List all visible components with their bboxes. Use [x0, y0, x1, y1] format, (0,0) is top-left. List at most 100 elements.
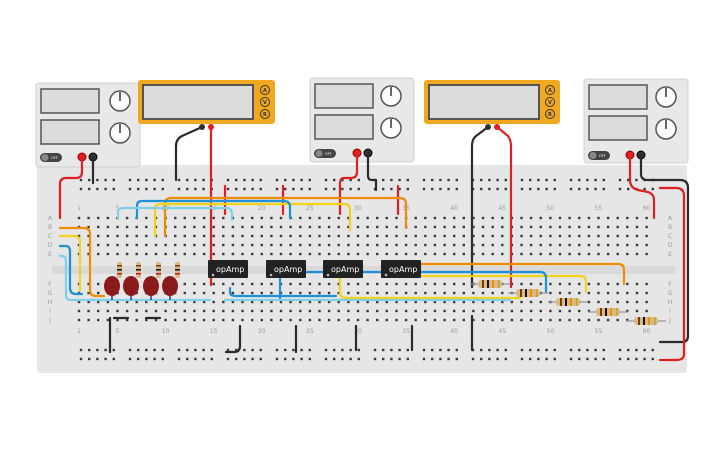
- breadboard-hole[interactable]: [154, 243, 158, 247]
- breadboard-hole[interactable]: [241, 243, 244, 247]
- breadboard-hole[interactable]: [443, 252, 446, 256]
- breadboard-hole[interactable]: [398, 178, 401, 182]
- breadboard-hole[interactable]: [259, 178, 262, 182]
- breadboard-hole[interactable]: [308, 187, 311, 191]
- breadboard-hole[interactable]: [635, 309, 639, 313]
- breadboard-hole[interactable]: [606, 300, 610, 304]
- breadboard-hole[interactable]: [602, 187, 605, 191]
- breadboard-hole[interactable]: [202, 225, 206, 229]
- breadboard-hole[interactable]: [626, 291, 629, 295]
- breadboard-hole[interactable]: [558, 234, 562, 238]
- breadboard-hole[interactable]: [481, 300, 485, 304]
- breadboard-hole[interactable]: [472, 300, 475, 304]
- breadboard-hole[interactable]: [289, 243, 292, 247]
- breadboard-hole[interactable]: [586, 348, 589, 352]
- breadboard-hole[interactable]: [414, 309, 417, 313]
- breadboard-hole[interactable]: [382, 357, 385, 361]
- breadboard-hole[interactable]: [376, 318, 379, 322]
- breadboard-hole[interactable]: [414, 216, 417, 220]
- breadboard-hole[interactable]: [212, 282, 215, 286]
- breadboard-hole[interactable]: [251, 216, 254, 220]
- breadboard-hole[interactable]: [226, 357, 230, 361]
- breadboard-hole[interactable]: [606, 318, 610, 322]
- breadboard-hole[interactable]: [568, 309, 571, 313]
- breadboard-hole[interactable]: [395, 300, 398, 304]
- breadboard-hole[interactable]: [106, 243, 110, 247]
- breadboard-hole[interactable]: [128, 357, 132, 361]
- breadboard-hole[interactable]: [333, 187, 336, 191]
- breadboard-hole[interactable]: [154, 300, 158, 304]
- breadboard-hole[interactable]: [251, 357, 254, 361]
- breadboard-hole[interactable]: [212, 291, 215, 295]
- breadboard-hole[interactable]: [404, 252, 408, 256]
- breadboard-hole[interactable]: [260, 225, 263, 229]
- breadboard-hole[interactable]: [520, 225, 523, 229]
- breadboard-hole[interactable]: [568, 234, 571, 238]
- breadboard-hole[interactable]: [529, 357, 532, 361]
- breadboard-hole[interactable]: [453, 252, 456, 256]
- breadboard-hole[interactable]: [529, 252, 533, 256]
- breadboard-hole[interactable]: [480, 187, 483, 191]
- breadboard-hole[interactable]: [491, 291, 494, 295]
- breadboard-hole[interactable]: [626, 234, 629, 238]
- resistor[interactable]: [626, 317, 666, 325]
- breadboard-hole[interactable]: [587, 318, 591, 322]
- breadboard-hole[interactable]: [284, 187, 287, 191]
- breadboard-hole[interactable]: [222, 225, 225, 229]
- wire-orange[interactable]: [58, 226, 106, 298]
- wire-black[interactable]: [174, 125, 204, 182]
- breadboard-hole[interactable]: [549, 252, 552, 256]
- breadboard-hole[interactable]: [504, 348, 507, 352]
- breadboard-hole[interactable]: [279, 300, 283, 304]
- breadboard-hole[interactable]: [231, 234, 235, 238]
- breadboard-hole[interactable]: [558, 291, 562, 295]
- vertical-resistor[interactable]: [117, 262, 122, 278]
- breadboard-hole[interactable]: [395, 225, 398, 229]
- breadboard-hole[interactable]: [349, 348, 352, 352]
- breadboard-hole[interactable]: [97, 309, 100, 313]
- breadboard-hole[interactable]: [569, 187, 573, 191]
- breadboard-hole[interactable]: [602, 348, 605, 352]
- breadboard-hole[interactable]: [510, 300, 514, 304]
- breadboard-hole[interactable]: [626, 252, 629, 256]
- breadboard-hole[interactable]: [202, 282, 206, 286]
- breadboard-hole[interactable]: [349, 357, 352, 361]
- breadboard-hole[interactable]: [356, 300, 360, 304]
- breadboard-hole[interactable]: [481, 216, 485, 220]
- breadboard-hole[interactable]: [501, 234, 504, 238]
- breadboard-hole[interactable]: [635, 252, 639, 256]
- breadboard-hole[interactable]: [587, 291, 591, 295]
- breadboard-hole[interactable]: [433, 291, 437, 295]
- breadboard-hole[interactable]: [626, 300, 629, 304]
- breadboard-hole[interactable]: [164, 300, 167, 304]
- breadboard-hole[interactable]: [193, 225, 196, 229]
- power-supply-3[interactable]: OFF: [583, 78, 689, 164]
- breadboard-hole[interactable]: [212, 252, 215, 256]
- mode-r[interactable]: [260, 109, 270, 119]
- breadboard-hole[interactable]: [414, 234, 417, 238]
- breadboard-hole[interactable]: [125, 225, 129, 229]
- breadboard-hole[interactable]: [300, 187, 303, 191]
- breadboard-hole[interactable]: [154, 309, 158, 313]
- breadboard-hole[interactable]: [462, 225, 465, 229]
- breadboard-hole[interactable]: [97, 216, 100, 220]
- breadboard-hole[interactable]: [137, 178, 140, 182]
- breadboard-hole[interactable]: [357, 357, 360, 361]
- breadboard-hole[interactable]: [299, 309, 302, 313]
- breadboard-hole[interactable]: [308, 309, 312, 313]
- breadboard-hole[interactable]: [520, 318, 523, 322]
- breadboard-hole[interactable]: [496, 348, 499, 352]
- breadboard-hole[interactable]: [202, 348, 205, 352]
- breadboard-hole[interactable]: [300, 357, 303, 361]
- breadboard-hole[interactable]: [308, 348, 311, 352]
- breadboard-hole[interactable]: [231, 309, 235, 313]
- breadboard-hole[interactable]: [77, 318, 81, 322]
- breadboard-hole[interactable]: [88, 348, 91, 352]
- breadboard-hole[interactable]: [549, 309, 552, 313]
- breadboard-hole[interactable]: [251, 234, 254, 238]
- breadboard-hole[interactable]: [186, 187, 189, 191]
- breadboard-hole[interactable]: [569, 348, 573, 352]
- breadboard-hole[interactable]: [299, 234, 302, 238]
- breadboard-hole[interactable]: [202, 309, 206, 313]
- breadboard-hole[interactable]: [433, 252, 437, 256]
